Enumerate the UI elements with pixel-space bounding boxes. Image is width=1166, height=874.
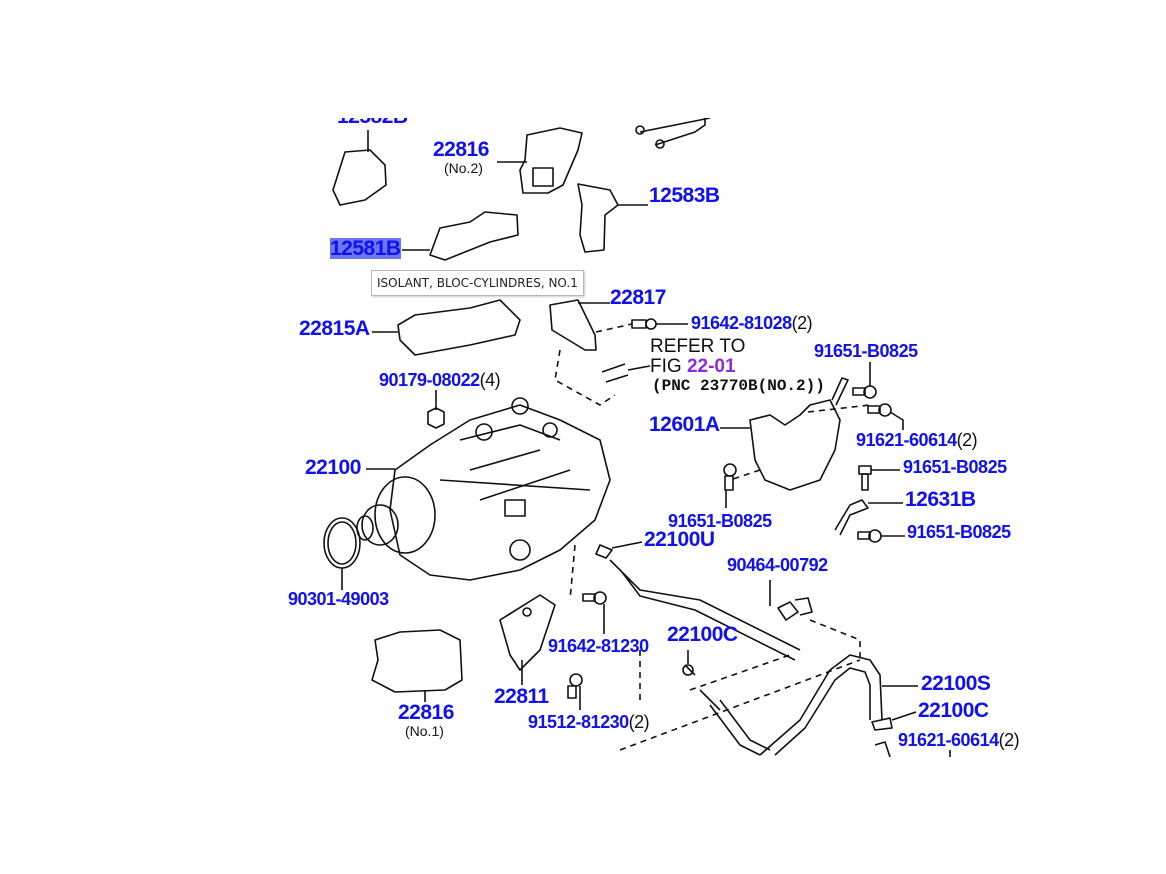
part-label-22100[interactable]: 22100 [305, 456, 361, 479]
part-22816-no1-drawing [371, 629, 463, 702]
parts-diagram: 12582B 22816 (No.2) 12583B 12581B 22817 … [0, 118, 1166, 758]
dashed-leader-lines [554, 323, 871, 751]
part-label-91512-81230[interactable]: 91512-81230(2) [528, 712, 650, 732]
part-label-91642-81230[interactable]: 91642-81230 [548, 636, 649, 656]
hoses-drawing [595, 541, 951, 758]
part-number: 91512-81230 [528, 712, 629, 732]
part-tooltip: ISOLANT, BLOC-CYLINDRES, NO.1 [371, 270, 584, 296]
part-12601A-drawing [720, 377, 849, 491]
part-12583B-drawing [577, 183, 648, 253]
part-label-22100U[interactable]: 22100U [644, 528, 715, 551]
bolt-91642-81028-drawing [631, 318, 688, 330]
part-number: 91621-60614 [856, 430, 957, 450]
part-sub-no2: (No.2) [444, 160, 483, 176]
fuel-pipe-drawing [635, 118, 711, 149]
quantity: (2) [791, 313, 813, 333]
part-label-22816-no1[interactable]: 22816 [398, 701, 454, 724]
part-12581B-drawing [402, 211, 519, 261]
part-label-22817[interactable]: 22817 [610, 286, 666, 309]
fig-link[interactable]: 22-01 [686, 356, 736, 377]
part-label-22815A[interactable]: 22815A [299, 317, 370, 340]
part-22816-no2-drawing [497, 127, 583, 194]
nut-90179-08022-drawing [427, 390, 445, 429]
part-label-91642-81028[interactable]: 91642-81028(2) [691, 313, 813, 333]
part-label-90179-08022[interactable]: 90179-08022(4) [379, 370, 501, 390]
part-number: 91642-81028 [691, 313, 792, 333]
part-label-12601A[interactable]: 12601A [649, 413, 720, 436]
part-label-91621-60614-bottom[interactable]: 91621-60614(2) [898, 730, 1020, 750]
part-12582B-drawing [332, 130, 387, 206]
part-label-22811[interactable]: 22811 [494, 685, 549, 708]
part-label-22100C-lower[interactable]: 22100C [918, 699, 989, 722]
injection-pump-22100-drawing [356, 397, 611, 581]
bolts-bottom-drawing [567, 591, 607, 710]
diagram-drawing [323, 118, 951, 758]
part-22815A-drawing [372, 299, 521, 356]
quantity: (2) [998, 730, 1020, 750]
part-label-22100C-upper[interactable]: 22100C [667, 623, 738, 646]
o-ring-90301-49003-drawing [323, 517, 361, 590]
refer-to-text: REFER TO [650, 336, 746, 357]
part-label-22816-no2[interactable]: 22816 [433, 138, 489, 161]
part-label-91651-B0825-top[interactable]: 91651-B0825 [814, 341, 918, 361]
part-label-90301-49003[interactable]: 90301-49003 [288, 589, 389, 609]
part-number: 91621-60614 [898, 730, 999, 750]
part-label-22100S[interactable]: 22100S [921, 672, 991, 695]
part-sub-no1: (No.1) [405, 723, 444, 739]
part-label-12582B[interactable]: 12582B [337, 118, 408, 127]
bolts-right-drawing [723, 362, 905, 543]
part-number: 90179-08022 [379, 370, 480, 390]
part-label-91651-B0825-right2[interactable]: 91651-B0825 [907, 522, 1011, 542]
pnc-reference: (PNC 23770B(NO.2)) [652, 377, 825, 395]
fig-prefix: FIG [650, 356, 682, 377]
fig-ref-pipe-drawing [601, 363, 651, 383]
part-label-12631B[interactable]: 12631B [905, 488, 976, 511]
quantity: (2) [628, 712, 650, 732]
fig-reference: FIG 22-01 [650, 357, 736, 376]
quantity: (4) [479, 370, 501, 390]
part-label-91651-B0825-mid[interactable]: 91651-B0825 [668, 511, 772, 531]
part-label-91651-B0825-right1[interactable]: 91651-B0825 [903, 457, 1007, 477]
part-label-91621-60614-top[interactable]: 91621-60614(2) [856, 430, 978, 450]
part-22817-drawing [549, 299, 610, 351]
part-label-12583B[interactable]: 12583B [649, 184, 720, 207]
part-label-12581B-highlighted[interactable]: 12581B [330, 237, 401, 260]
quantity: (2) [956, 430, 978, 450]
part-label-90464-00792[interactable]: 90464-00792 [727, 555, 828, 575]
part-22811-drawing [499, 594, 556, 685]
